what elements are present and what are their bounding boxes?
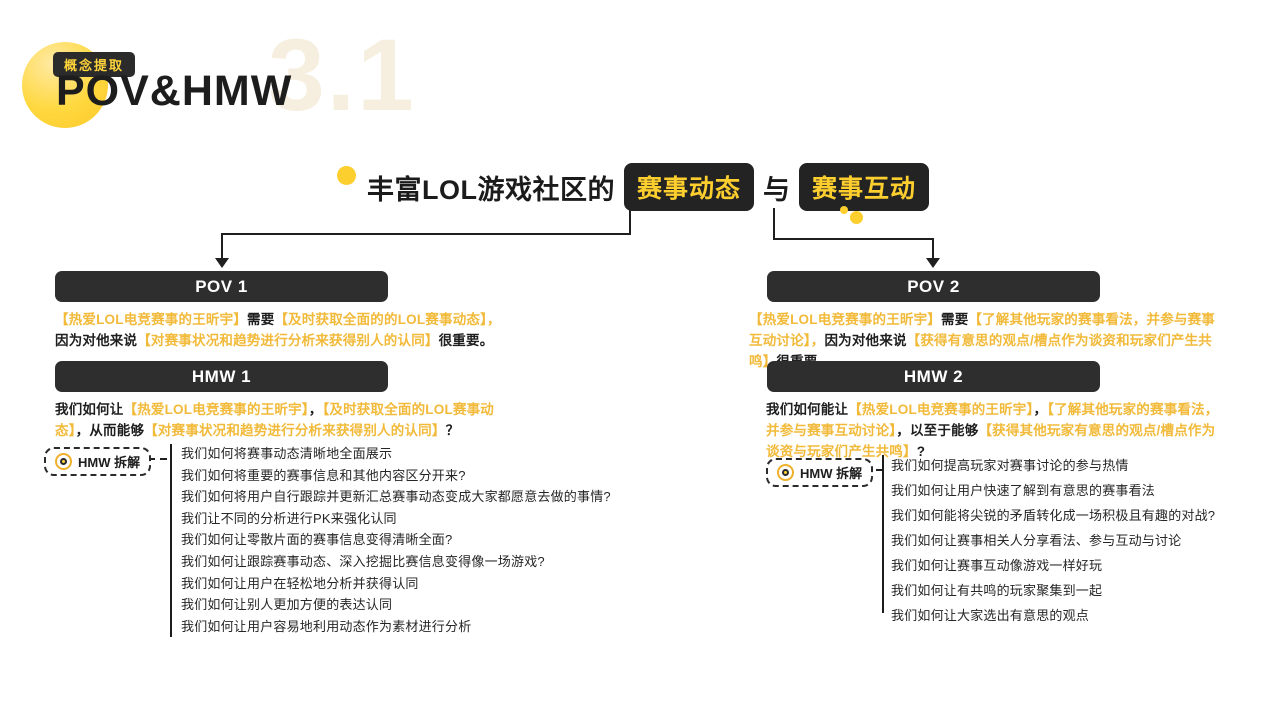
- target-icon: [55, 453, 72, 470]
- plain-segment: ，: [1033, 402, 1048, 417]
- plain-segment: ？: [445, 423, 460, 438]
- hmw2-header-bar: HMW 2: [767, 361, 1100, 392]
- plain-segment: ，从而能够: [75, 423, 145, 438]
- highlighted-segment: 【热爱LOL电竞赛事的王昕宇】: [749, 312, 941, 327]
- breakdown-connector-line-right: [882, 455, 884, 613]
- hmw1-breakdown-list: 我们如何将赛事动态清晰地全面展示我们如何将重要的赛事信息和其他内容区分开来? 我们…: [181, 443, 781, 637]
- highlighted-segment: 【了解其他玩家的赛事看法，并参与赛事互动讨论】: [766, 402, 1219, 438]
- highlighted-segment: 【了解其他玩家的赛事看法，并参与赛事 互动讨论】，: [749, 312, 1216, 348]
- tag-event-interaction: 赛事互动: [799, 163, 930, 211]
- main-title-connector: 与: [763, 174, 791, 205]
- highlighted-segment: 【热爱LOL电竞赛事的王昕宇】: [123, 402, 309, 417]
- tag-event-updates: 赛事动态: [624, 163, 755, 211]
- highlighted-segment: 【热爱LOL电竞赛事的王昕宇】: [55, 312, 247, 327]
- breakdown-list-item: 我们让不同的分析进行PK来强化认同: [181, 510, 397, 526]
- breakdown-list-item: 我们如何让赛事相关人分享看法、参与互动与讨论: [891, 533, 1182, 548]
- breakdown-list-item: 我们如何让用户容易地利用动态作为素材进行分析: [181, 618, 472, 634]
- breakdown-label-text: HMW 拆解: [78, 455, 141, 470]
- breakdown-list-item: 我们如何让大家选出有意思的观点: [891, 608, 1090, 623]
- pov2-statement: 【热爱LOL电竞赛事的王昕宇】需要【了解其他玩家的赛事看法，并参与赛事 互动讨论…: [749, 309, 1225, 372]
- hmw2-breakdown-list: 我们如何提高玩家对赛事讨论的参与热情我们如何让用户快速了解到有意思的赛事看法我们…: [891, 453, 1271, 628]
- arrowhead-pov2: [926, 258, 940, 268]
- pov1-header-bar: POV 1: [55, 271, 388, 302]
- main-title: 丰富LOL游戏社区的 赛事动态 与 赛事互动: [367, 163, 938, 211]
- breakdown-list-item: 我们如何让跟踪赛事动态、深入挖掘比赛信息变得像一场游戏?: [181, 553, 545, 569]
- page-title: POV&HMW: [56, 67, 293, 115]
- plain-segment: 我们如何让: [55, 402, 124, 417]
- breakdown-list-item: 我们如何将赛事动态清晰地全面展示: [181, 446, 393, 461]
- plain-segment: 因为对他来说: [55, 333, 138, 348]
- hmw1-header-bar: HMW 1: [55, 361, 388, 392]
- breakdown-list-item: 我们如何让用户快速了解到有意思的赛事看法: [891, 483, 1156, 498]
- concept-extraction-badge: 概念提取: [53, 52, 136, 77]
- highlighted-segment: 【对赛事状况和趋势进行分析来获得别人的认同】: [144, 423, 446, 438]
- hmw2-statement: 我们如何能让【热爱LOL电竞赛事的王昕宇】，【了解其他玩家的赛事看法，并参与赛事…: [766, 399, 1228, 462]
- hmw2-breakdown-label: HMW 拆解: [766, 458, 874, 487]
- main-title-prefix: 丰富LOL游戏社区的: [367, 174, 615, 205]
- highlighted-segment: 【获得其他玩家有意思的观点/槽点作为谈资与玩家们产生共鸣】: [766, 423, 1216, 459]
- plain-segment: 因为对他来说: [824, 333, 907, 348]
- small-dot-decoration: [840, 206, 848, 214]
- section-number-watermark: 3.1: [268, 18, 416, 132]
- plain-segment: 需要: [941, 312, 969, 327]
- breakdown-list-item: 我们如何将用户自行跟踪并更新汇总赛事动态变成大家都愿意去做的事情?: [181, 489, 611, 505]
- arrowhead-pov1: [215, 258, 229, 268]
- breakdown-list-item: 我们如何能将尖锐的矛盾转化成一场积极且有趣的对战?: [891, 508, 1216, 523]
- highlighted-segment: 【对赛事状况和趋势进行分析来获得别人的认同】: [137, 333, 439, 348]
- breakdown-list-item: 我们如何让零散片面的赛事信息变得清晰全面?: [181, 532, 453, 548]
- pov1-statement: 【热爱LOL电竞赛事的王昕宇】需要【及时获取全面的的LOL赛事动态】， 因为对他…: [55, 309, 517, 351]
- breakdown-label-text: HMW 拆解: [800, 466, 863, 481]
- plain-segment: ，以至于能够: [896, 423, 979, 438]
- plain-segment: ?: [916, 444, 926, 459]
- hmw1-statement: 我们如何让【热爱LOL电竞赛事的王昕宇】，【及时获取全面的LOL赛事动态】，从而…: [55, 399, 517, 441]
- highlighted-segment: 【及时获取全面的LOL赛事动态】: [55, 402, 494, 438]
- breakdown-list-item: 我们如何提高玩家对赛事讨论的参与热情: [891, 458, 1129, 473]
- breakdown-list-item: 我们如何让赛事互动像游戏一样好玩: [891, 558, 1103, 573]
- breakdown-list-item: 我们如何让有共鸣的玩家聚集到一起: [891, 583, 1103, 598]
- highlighted-segment: 【及时获取全面的的LOL赛事动态】，: [274, 312, 501, 327]
- plain-segment: 很重要。: [438, 333, 494, 348]
- large-dot-decoration: [850, 211, 863, 224]
- target-icon: [777, 464, 794, 481]
- breakdown-list-item: 我们如何让别人更加方便的表达认同: [181, 597, 393, 613]
- plain-segment: 需要: [247, 312, 275, 327]
- highlighted-segment: 【热爱LOL电竞赛事的王昕宇】: [848, 402, 1034, 417]
- plain-segment: ，: [308, 402, 323, 417]
- wire-to-pov1: [221, 208, 631, 259]
- breakdown-connector-line-left: [170, 444, 172, 637]
- pov2-header-bar: POV 2: [767, 271, 1100, 302]
- hmw1-breakdown-label: HMW 拆解: [44, 447, 152, 476]
- title-dot-decoration: [337, 166, 356, 185]
- plain-segment: 我们如何能让: [766, 402, 849, 417]
- breakdown-list-item: 我们如何让用户在轻松地分析并获得认同: [181, 575, 419, 591]
- breakdown-list-item: 我们如何将重要的赛事信息和其他内容区分开来?: [181, 467, 466, 483]
